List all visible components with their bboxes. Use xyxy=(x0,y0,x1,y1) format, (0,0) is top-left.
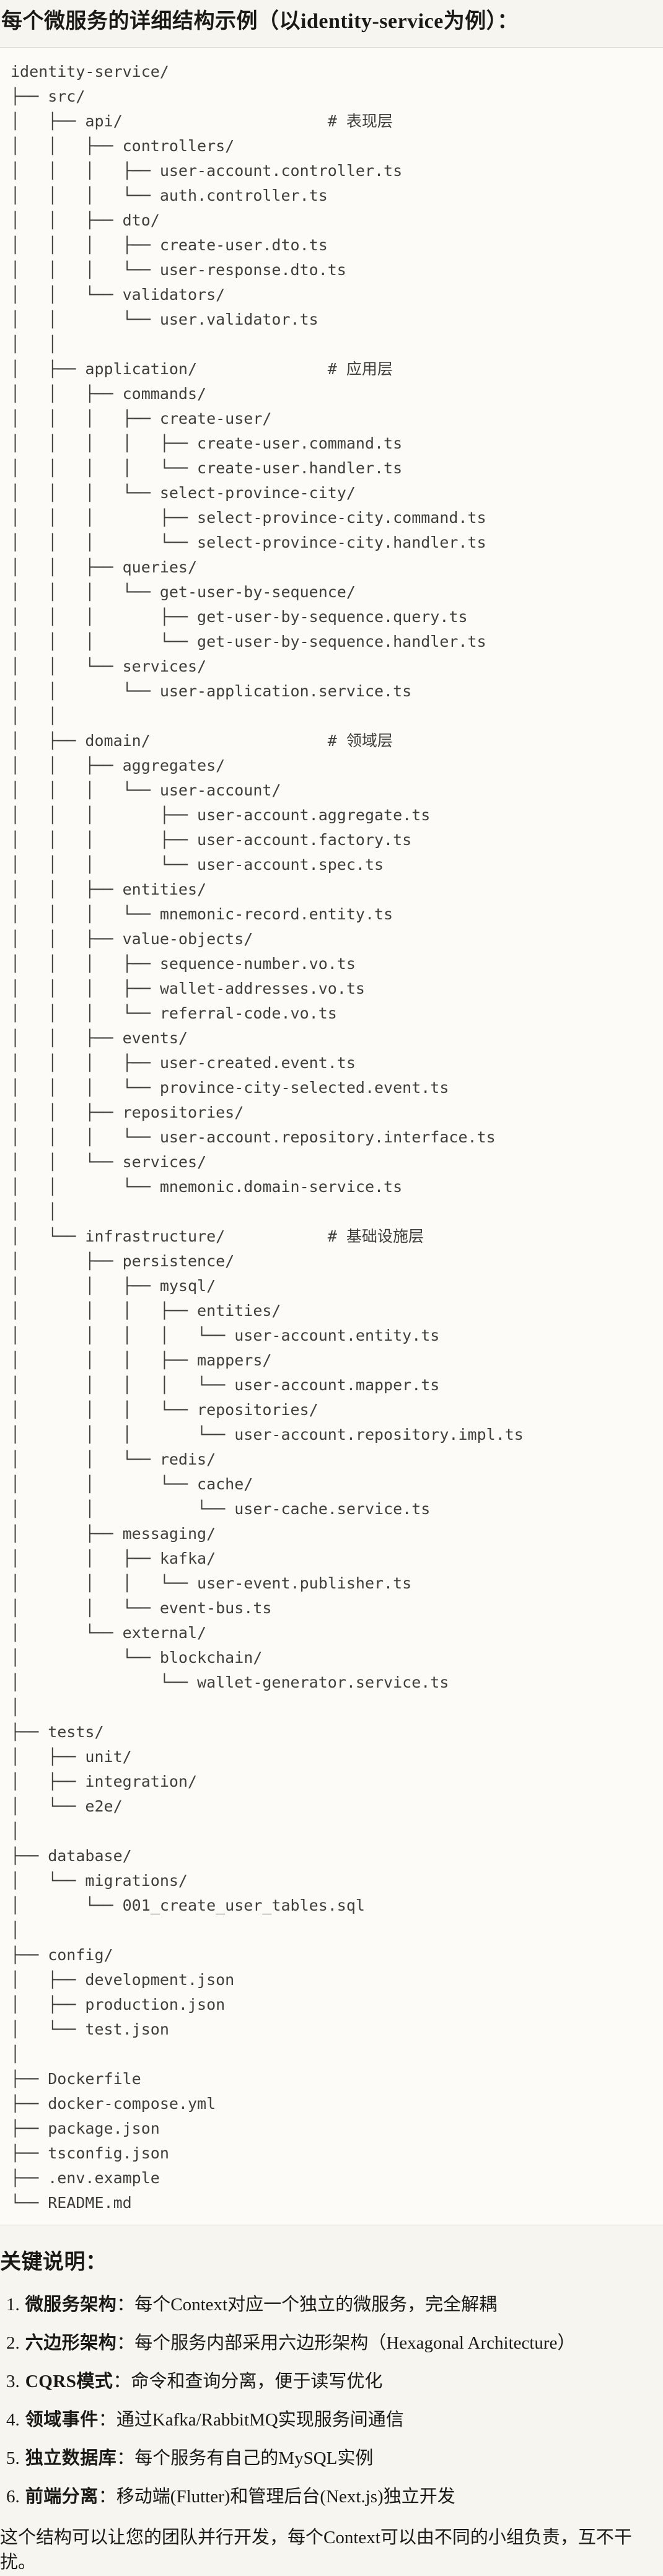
note-item: 5.独立数据库：每个服务有自己的MySQL实例 xyxy=(0,2446,663,2471)
note-colon: ： xyxy=(113,2372,131,2391)
note-label: 领域事件 xyxy=(25,2410,99,2430)
note-item: 1.微服务架构：每个Context对应一个独立的微服务，完全解耦 xyxy=(0,2292,663,2317)
note-label: 前端分离 xyxy=(25,2487,99,2507)
note-text: 每个Context对应一个独立的微服务，完全解耦 xyxy=(134,2295,498,2315)
note-item: 2.六边形架构：每个服务内部采用六边形架构（Hexagonal Architec… xyxy=(0,2331,663,2355)
document-page: 每个微服务的详细结构示例（以identity-service为例）： ident… xyxy=(0,9,663,2576)
note-number: 5. xyxy=(6,2448,20,2468)
note-label: 独立数据库 xyxy=(25,2448,117,2468)
note-colon: ： xyxy=(98,2410,116,2430)
note-number: 1. xyxy=(6,2295,20,2315)
note-number: 4. xyxy=(6,2410,20,2430)
note-label: 六边形架构 xyxy=(25,2333,117,2353)
note-text: 每个服务内部采用六边形架构（Hexagonal Architecture） xyxy=(134,2333,576,2353)
note-text: 通过Kafka/RabbitMQ实现服务间通信 xyxy=(116,2410,404,2430)
note-colon: ： xyxy=(98,2487,116,2507)
note-colon: ： xyxy=(116,2295,135,2315)
page-title: 每个微服务的详细结构示例（以identity-service为例）： xyxy=(1,10,519,33)
note-text: 每个服务有自己的MySQL实例 xyxy=(134,2448,374,2468)
code-block: identity-service/ ├── src/ │ ├── api/ # … xyxy=(0,47,663,2225)
note-label: 微服务架构 xyxy=(25,2295,117,2315)
note-text: 移动端(Flutter)和管理后台(Next.js)独立开发 xyxy=(116,2487,455,2507)
note-colon: ： xyxy=(116,2448,135,2468)
note-item: 6.前端分离：移动端(Flutter)和管理后台(Next.js)独立开发 xyxy=(0,2484,663,2509)
code-tree: identity-service/ ├── src/ │ ├── api/ # … xyxy=(11,63,524,2212)
note-number: 2. xyxy=(6,2333,20,2353)
note-item: 3. CQRS模式：命令和查询分离，便于读写优化 xyxy=(0,2369,663,2394)
note-colon: ： xyxy=(116,2333,135,2353)
note-item: 4.领域事件：通过Kafka/RabbitMQ实现服务间通信 xyxy=(0,2407,663,2432)
note-number: 6. xyxy=(6,2487,20,2507)
note-text: 命令和查询分离，便于读写优化 xyxy=(131,2372,383,2391)
notes-footer: 这个结构可以让您的团队并行开发，每个Context可以由不同的小组负责，互不干扰… xyxy=(0,2528,632,2572)
note-number: 3. xyxy=(6,2372,20,2391)
note-label: CQRS模式 xyxy=(25,2372,113,2391)
notes-heading: 关键说明： xyxy=(0,2251,107,2274)
